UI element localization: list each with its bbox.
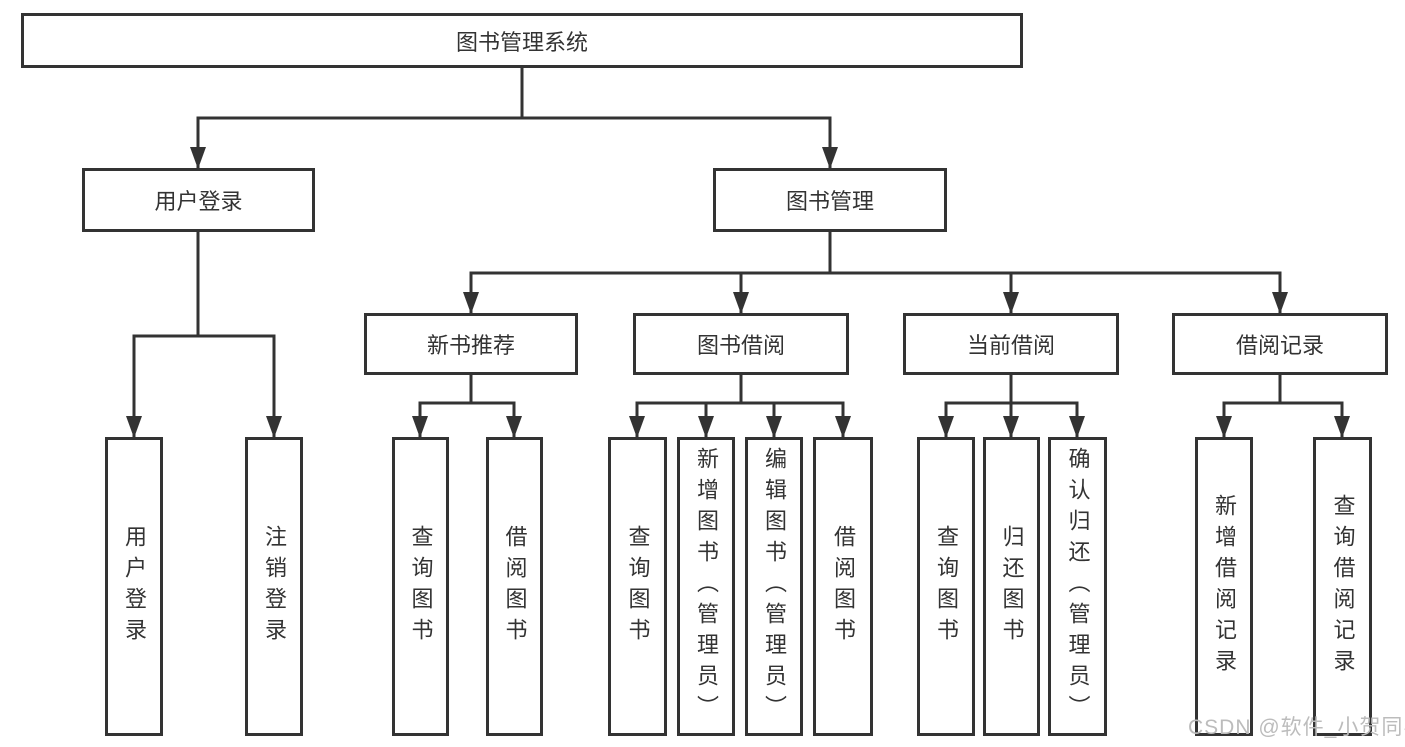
leaf-add-books-label: 新增图书（管理员）: [694, 447, 719, 726]
leaf-borrow-books-1-label: 借阅图书: [502, 524, 528, 649]
node-current-borrow-label: 当前借阅: [966, 333, 1055, 358]
node-user-login: 用户登录: [82, 168, 315, 232]
leaf-query-books-2: 查询图书: [608, 437, 667, 736]
leaf-logout-label: 注销登录: [262, 524, 287, 649]
csdn-watermark: CSDN @软件_小贺同学: [1188, 716, 1405, 739]
node-new-book-recommend: 新书推荐: [364, 313, 578, 375]
node-book-management: 图书管理: [713, 168, 947, 232]
leaf-user-login: 用户登录: [105, 437, 163, 736]
leaf-confirm-return-label: 确认归还（管理员）: [1065, 447, 1091, 726]
node-user-login-label: 用户登录: [154, 189, 243, 214]
leaf-borrow-books-2: 借阅图书: [813, 437, 873, 736]
node-book-borrow: 图书借阅: [633, 313, 849, 375]
node-book-management-label: 图书管理: [785, 189, 874, 214]
leaf-query-record: 查询借阅记录: [1313, 437, 1372, 736]
connector-current-borrow: [944, 371, 1079, 405]
node-root-label: 图书管理系统: [455, 29, 588, 55]
leaf-query-books-1: 查询图书: [392, 437, 449, 736]
leaf-user-login-label: 用户登录: [122, 524, 147, 649]
leaf-confirm-return: 确认归还（管理员）: [1048, 437, 1107, 736]
connector-root: [196, 64, 832, 120]
leaf-query-books-2-label: 查询图书: [625, 524, 651, 649]
node-new-book-recommend-label: 新书推荐: [426, 333, 515, 358]
leaf-borrow-books-2-label: 借阅图书: [831, 524, 856, 649]
node-current-borrow: 当前借阅: [903, 313, 1119, 375]
node-borrow-records-label: 借阅记录: [1235, 333, 1324, 358]
node-root: 图书管理系统: [21, 13, 1023, 68]
node-book-borrow-label: 图书借阅: [696, 333, 785, 358]
leaf-logout: 注销登录: [245, 437, 303, 736]
connector-borrow-records: [1222, 371, 1344, 405]
connector-new-book-recommend: [418, 371, 516, 405]
leaf-add-record-label: 新增借阅记录: [1212, 493, 1237, 680]
leaf-query-record-label: 查询借阅记录: [1330, 493, 1356, 680]
leaf-return-books: 归还图书: [983, 437, 1040, 736]
leaf-edit-books: 编辑图书（管理员）: [745, 437, 803, 736]
leaf-query-books-3: 查询图书: [917, 437, 975, 736]
leaf-add-record: 新增借阅记录: [1195, 437, 1253, 736]
leaf-edit-books-label: 编辑图书（管理员）: [762, 447, 787, 726]
leaf-add-books: 新增图书（管理员）: [677, 437, 735, 736]
leaf-query-books-1-label: 查询图书: [408, 524, 434, 649]
connector-user-login: [132, 228, 276, 338]
connector-book-management: [469, 228, 1282, 275]
leaf-borrow-books-1: 借阅图书: [486, 437, 543, 736]
leaf-return-books-label: 归还图书: [999, 524, 1025, 649]
node-borrow-records: 借阅记录: [1172, 313, 1388, 375]
leaf-query-books-3-label: 查询图书: [934, 524, 959, 649]
connector-book-borrow: [635, 371, 845, 405]
